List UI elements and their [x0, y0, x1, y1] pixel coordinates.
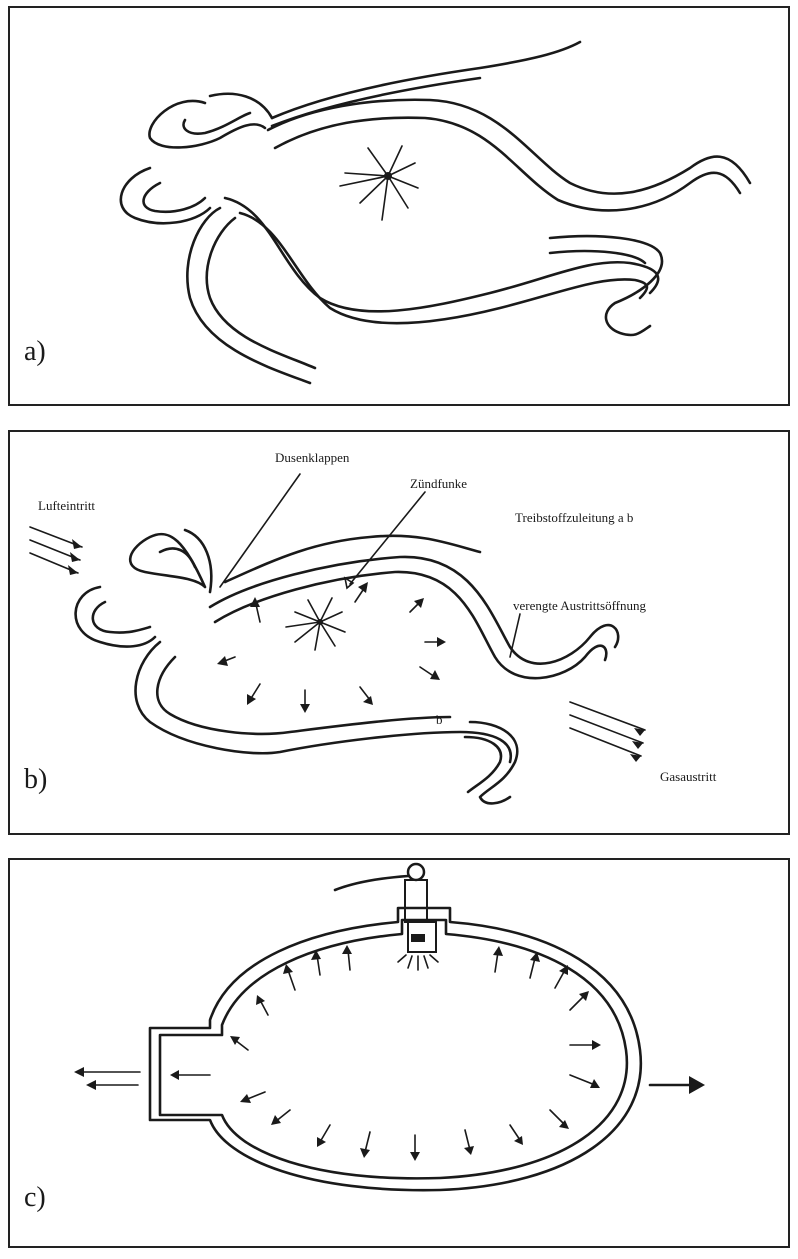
- b-marker-label: b: [436, 712, 443, 728]
- spark-icon: [340, 146, 418, 220]
- panel-c-drawing: [10, 860, 792, 1250]
- body-lower: [136, 642, 511, 762]
- thrust-arrow: [650, 1076, 705, 1094]
- air-intake-arrows: [30, 527, 82, 575]
- panel-b-letter: b): [24, 764, 47, 796]
- spark-label: Zündfunke: [410, 476, 467, 492]
- nozzle-flaps-label: Dusenklappen: [275, 450, 349, 466]
- panel-c: c): [8, 858, 790, 1248]
- gas-exit-label: Gasaustritt: [660, 769, 716, 785]
- upper-tube-outer: [268, 100, 750, 194]
- spark-icon: [286, 598, 345, 650]
- chamber-inner: [160, 920, 627, 1178]
- panel-c-letter: c): [24, 1182, 46, 1214]
- leader-narrow-exit: [510, 614, 520, 657]
- left-lip: [121, 168, 210, 223]
- fuel-line-label: Treibstoffzuleitung a b: [515, 510, 633, 526]
- flow-arrows: [217, 582, 446, 713]
- air-intake-label: Lufteintritt: [38, 498, 95, 514]
- pressure-arrows: [230, 945, 601, 1161]
- head-top: [130, 534, 205, 587]
- panel-a-drawing: [10, 8, 792, 408]
- fuel-line: [225, 536, 480, 582]
- panel-a-letter: a): [24, 336, 46, 368]
- head-curl-outer: [149, 101, 265, 147]
- lower-tube-outer: [187, 208, 310, 383]
- lip: [76, 587, 155, 647]
- injector-icon: [335, 864, 438, 970]
- gas-exit-arrows: [570, 702, 645, 762]
- narrow-exit-label: verengte Austrittsöffnung: [513, 598, 646, 614]
- leader-nozzle-flaps: [220, 474, 300, 587]
- panel-b: Lufteintritt Dusenklappen Zündfunke Trei…: [8, 430, 790, 835]
- panel-a: a): [8, 6, 790, 406]
- lower-tube: [225, 198, 658, 311]
- top-flap: [272, 42, 580, 118]
- exhaust-arrows: [74, 1067, 210, 1090]
